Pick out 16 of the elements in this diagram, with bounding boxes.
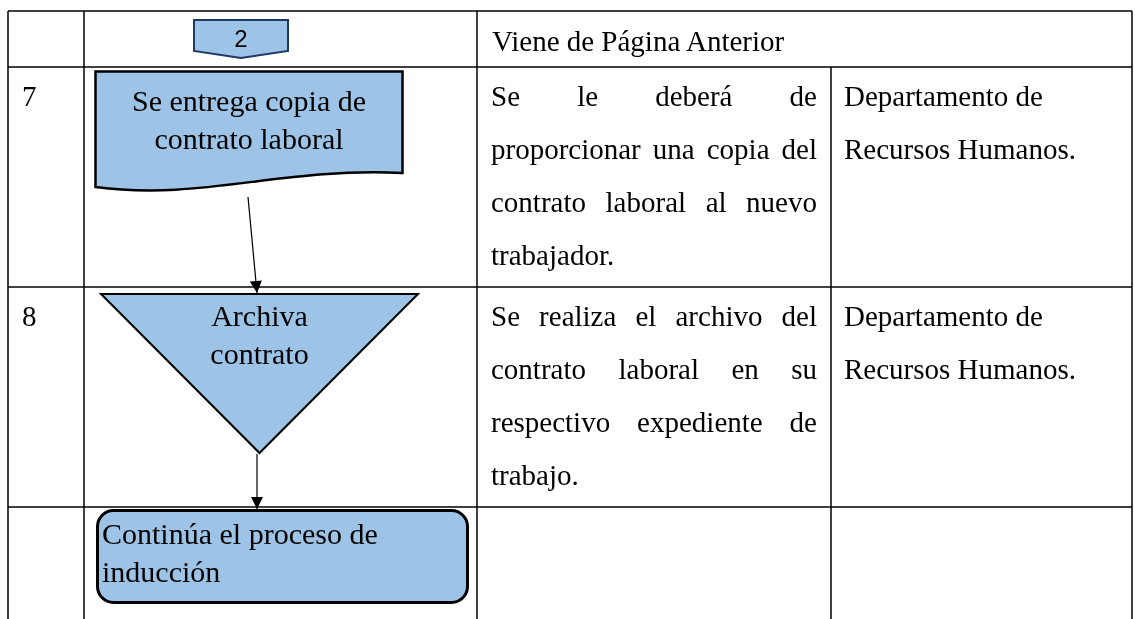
department-text: Departamento de Recursos Humanos. bbox=[844, 79, 1077, 167]
description-text: Se realiza el archivo del contrato laboral en su respectivo expediente de trabajo. bbox=[491, 299, 817, 493]
off-page-connector bbox=[193, 19, 289, 59]
merge-triangle bbox=[100, 293, 419, 454]
header-text: Viene de Página Anterior bbox=[492, 24, 785, 59]
step-number: 8 bbox=[22, 299, 37, 334]
department-text: Departamento de Recursos Humanos. bbox=[844, 299, 1077, 387]
shape-label: Archiva contrato bbox=[209, 298, 310, 372]
terminal-box bbox=[96, 509, 469, 604]
description-text: Se le deberá de proporcionar una copia del contrato laboral al nuevo trabajador. bbox=[491, 79, 817, 273]
shape-label: Se entrega copia de contrato laboral bbox=[130, 83, 368, 157]
shape-label: Continúa el proceso de inducción bbox=[102, 516, 379, 590]
arrow bbox=[251, 453, 263, 510]
step-number: 7 bbox=[22, 79, 37, 114]
arrow bbox=[247, 196, 262, 294]
shape-label: 2 bbox=[233, 24, 249, 54]
